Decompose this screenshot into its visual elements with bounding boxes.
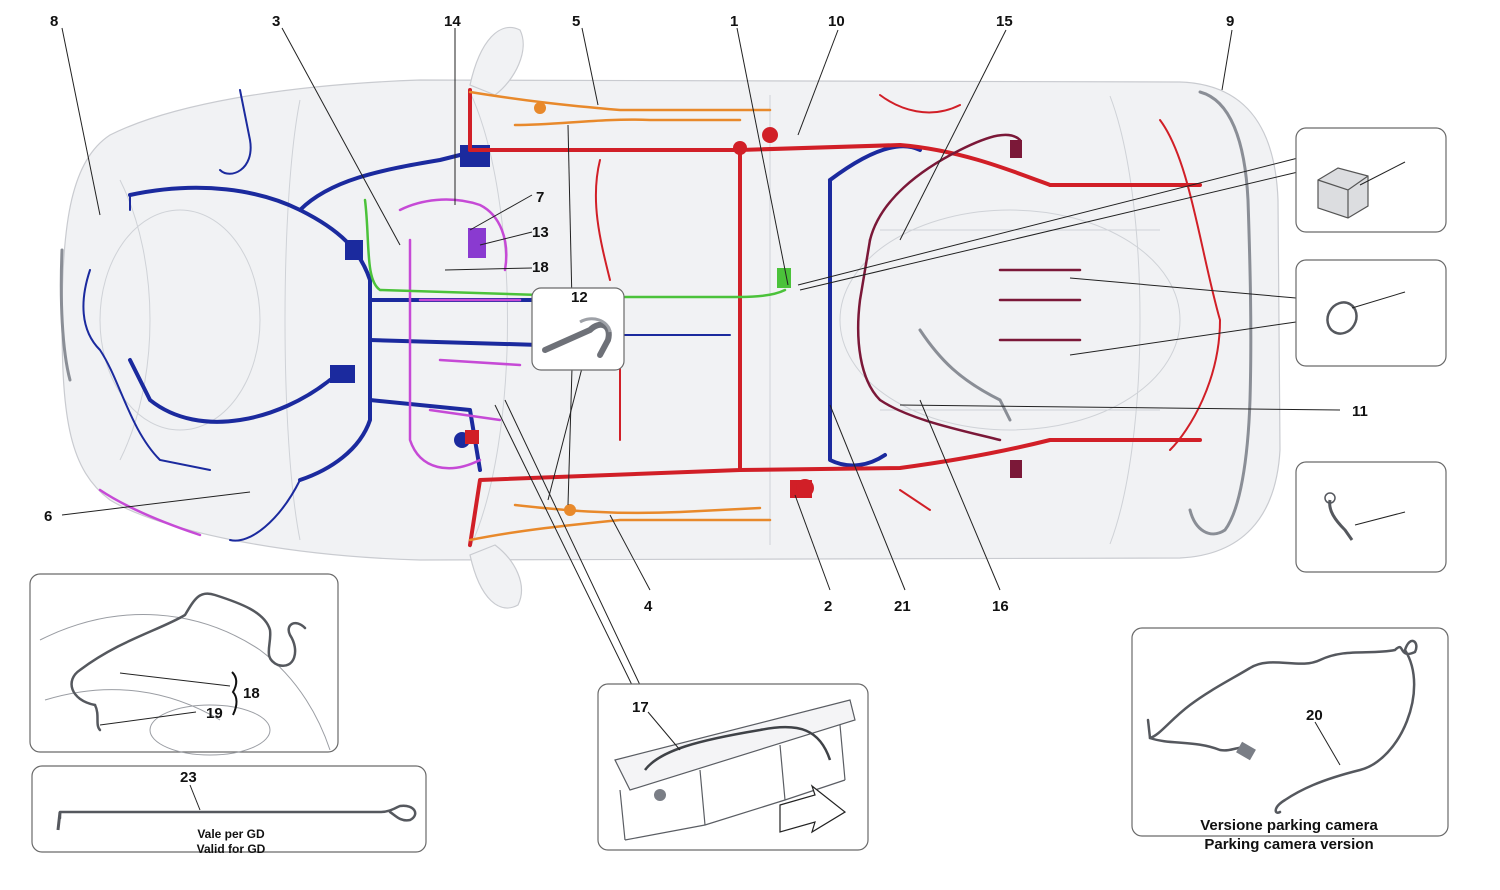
inset-parking-camera-20: 20 Versione parking camera Parking camer… <box>1131 627 1449 853</box>
inset-24-connector <box>1295 461 1447 573</box>
callout-6: 6 <box>44 508 52 525</box>
inset-label-17: 17 <box>632 699 649 716</box>
parking-camera-note-italian: Versione parking camera <box>1200 817 1378 834</box>
inset-detail-18-19: 18 19 <box>29 573 339 756</box>
callout-4: 4 <box>644 598 653 615</box>
callout-2: 2 <box>824 598 832 615</box>
orange-harness-sides <box>468 90 772 542</box>
callout-21: 21 <box>894 598 911 615</box>
blue-harness-front <box>82 89 922 542</box>
maroon-engine-harness <box>856 133 1082 478</box>
inset-label-23: 23 <box>180 769 197 786</box>
callout-5: 5 <box>572 13 580 30</box>
inset-gd-harness-23: 23 Vale per GD Valid for GD <box>31 765 427 856</box>
callout-16: 16 <box>992 598 1009 615</box>
inset-dashboard-17: 17 <box>597 683 869 851</box>
callout-13: 13 <box>532 224 549 241</box>
callout-3: 3 <box>272 13 280 30</box>
callout-leaders <box>61 27 1341 686</box>
inset-label-19: 19 <box>206 705 223 722</box>
red-harness <box>465 88 1222 547</box>
purple-harness <box>98 198 522 537</box>
parking-camera-note-english: Parking camera version <box>1204 836 1373 853</box>
inset-25-strap <box>1295 259 1447 367</box>
callout-15: 15 <box>996 13 1013 30</box>
gray-harness-rear <box>59 90 1253 536</box>
callout-7: 7 <box>536 189 544 206</box>
callout-11: 11 <box>1352 403 1368 420</box>
callout-12: 12 <box>571 289 588 306</box>
car-body-outline <box>61 26 1281 609</box>
callout-18: 18 <box>532 259 549 276</box>
callout-1: 1 <box>730 13 738 30</box>
callout-8: 8 <box>50 13 58 30</box>
callout-10: 10 <box>828 13 845 30</box>
inset-label-20: 20 <box>1306 707 1323 724</box>
inset-clip-12: 12 <box>531 287 625 371</box>
callout-9: 9 <box>1226 13 1234 30</box>
callout-14: 14 <box>444 13 461 30</box>
gd-note-english: Valid for GD <box>197 842 266 856</box>
inset-label-18: 18 <box>243 685 260 702</box>
inset-22-module <box>1295 127 1447 233</box>
gd-note-italian: Vale per GD <box>197 827 265 841</box>
